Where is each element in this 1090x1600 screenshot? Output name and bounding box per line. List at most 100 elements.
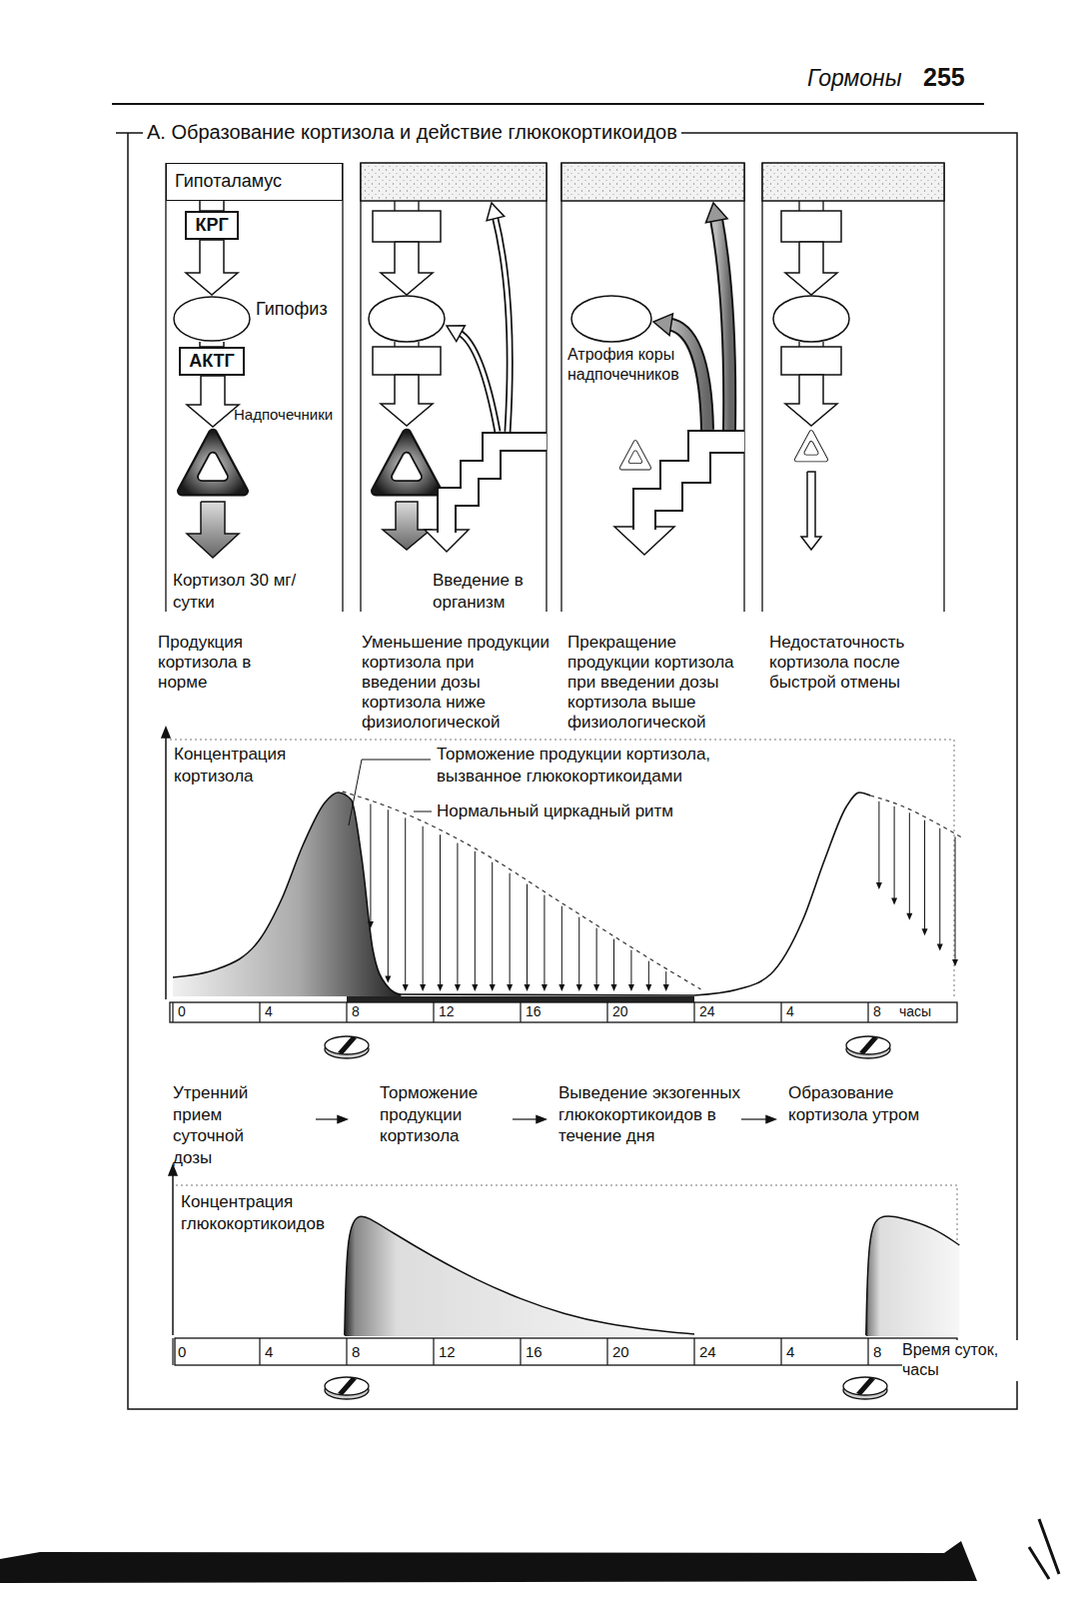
panel-border: [165, 162, 343, 612]
block-arrow: [186, 501, 239, 558]
page-number: 255: [923, 61, 966, 94]
pituitary-shape: [368, 295, 445, 342]
arrow-head: [653, 313, 673, 336]
glucocorticoid-curve: [866, 1215, 961, 1335]
inhibition-arrow-head: [593, 984, 600, 992]
flow-arrow: [512, 1117, 540, 1119]
inhibition-arrow: [630, 950, 632, 986]
inhibition-arrow: [526, 884, 528, 986]
glucocorticoid-curve: [344, 1215, 695, 1335]
inhibition-arrow: [404, 817, 406, 986]
inhibition-arrow-head: [922, 928, 929, 936]
tick-label: 16: [525, 1003, 542, 1022]
stem-connector: [199, 200, 224, 211]
glucocorticoid-area: [866, 1215, 961, 1336]
inhibition-arrow: [369, 803, 371, 923]
low-level-strip: [346, 996, 695, 1003]
pituitary-shape: [773, 295, 850, 342]
panel-caption: Уменьшение продукции кортизола при введе…: [361, 632, 552, 733]
tick: [519, 1337, 521, 1365]
inhibition-arrow: [596, 928, 598, 986]
empty-box: [372, 346, 441, 375]
tick-label: 8: [351, 1003, 360, 1022]
inhibition-arrow: [578, 917, 580, 986]
feedback-arrow: [494, 216, 510, 432]
panel-caption: Продукция кортизола в норме: [157, 632, 268, 693]
feedback-arrow: [458, 332, 498, 432]
dose-staircase-core: [446, 441, 547, 534]
panel-caption: Недостаточность кортизола после быстрой …: [769, 632, 948, 693]
block-arrow: [382, 501, 431, 550]
annotation: Нормальный циркадный ритм: [436, 800, 674, 823]
tick: [606, 1337, 608, 1365]
tick-label: 4: [264, 1003, 273, 1022]
adrenal-svg: [175, 427, 250, 500]
inhibition-arrow-head: [876, 882, 883, 890]
inhibition-arrow-head: [952, 959, 959, 967]
adrenal-shape: [796, 432, 826, 460]
atrophy-label: Атрофия коры надпочечников: [567, 344, 686, 386]
tick-label: 12: [438, 1341, 456, 1361]
hypothalamus-band: [561, 162, 745, 201]
panel-border: [360, 162, 547, 612]
tick-label: 16: [525, 1341, 543, 1361]
tick: [432, 1002, 434, 1023]
frame: [115, 132, 1018, 1409]
pill-mark: [337, 1036, 357, 1055]
pituitary-ellipse: Гипофиз: [171, 295, 328, 342]
panel-border: [561, 162, 745, 612]
block-arrow: [380, 374, 433, 426]
tick: [171, 1002, 173, 1023]
inhibition-arrow: [561, 906, 563, 986]
block-arrow-connector: [186, 375, 239, 427]
adrenal-shape: [181, 433, 244, 492]
inhibition-arrow: [456, 843, 458, 986]
hypothalamus-band: [762, 162, 945, 201]
cortisol-curve: [694, 792, 871, 996]
inhibition-arrow: [878, 801, 880, 884]
annotation: Торможение продукции кортизола, вызванно…: [436, 743, 777, 787]
page-edge: [0, 1540, 978, 1583]
panel-caption: Прекращение продукции кортизола при введ…: [567, 632, 758, 733]
inhibition-arrow-head: [541, 984, 548, 992]
inhibition-arrow: [387, 809, 389, 977]
inhibition-arrow: [613, 939, 615, 986]
tick-label: 0: [177, 1003, 186, 1022]
axis-title: Концентрация глюкокортикоидов: [180, 1190, 351, 1234]
tick-label: 8: [351, 1341, 360, 1361]
tick: [345, 1337, 347, 1365]
stem-lines: [394, 200, 419, 211]
tick: [432, 1337, 434, 1365]
inhibition-arrow: [909, 812, 911, 915]
tick: [258, 1002, 260, 1023]
pill: [846, 1036, 891, 1055]
node-label: АКТГ: [188, 350, 235, 372]
block-arrow-connector: [185, 239, 238, 295]
adrenal-shape: [375, 433, 438, 492]
leader-line: [348, 759, 431, 826]
tick: [867, 1337, 869, 1365]
pill-mark: [859, 1036, 879, 1055]
inhibition-arrow-head: [402, 984, 409, 992]
pill-mark: [337, 1376, 357, 1395]
pituitary-shape: [571, 295, 652, 342]
inhibition-arrow: [509, 873, 511, 986]
block-arrow: [785, 374, 838, 426]
flow-step: Утренний прием суточной дозы: [172, 1082, 273, 1168]
inhibition-arrow-head: [384, 975, 391, 983]
node-label: КРГ: [194, 214, 228, 236]
inhibition-arrow-head: [471, 984, 478, 992]
pill: [843, 1376, 888, 1395]
inhibition-arrow-head: [558, 984, 565, 992]
input-label: Введение в организм: [432, 569, 543, 613]
inhibition-arrow-head: [419, 984, 426, 992]
page-edge: [1029, 1518, 1060, 1579]
tick: [171, 1337, 173, 1365]
pill-mark: [856, 1376, 876, 1395]
empty-box: [781, 210, 842, 242]
tick: [867, 1002, 869, 1023]
flow-step: Торможение продукции кортизола: [379, 1082, 510, 1147]
flow-arrow: [741, 1117, 770, 1119]
cortisol-curve: [172, 792, 695, 996]
feedback-arrow-core: [716, 218, 730, 430]
